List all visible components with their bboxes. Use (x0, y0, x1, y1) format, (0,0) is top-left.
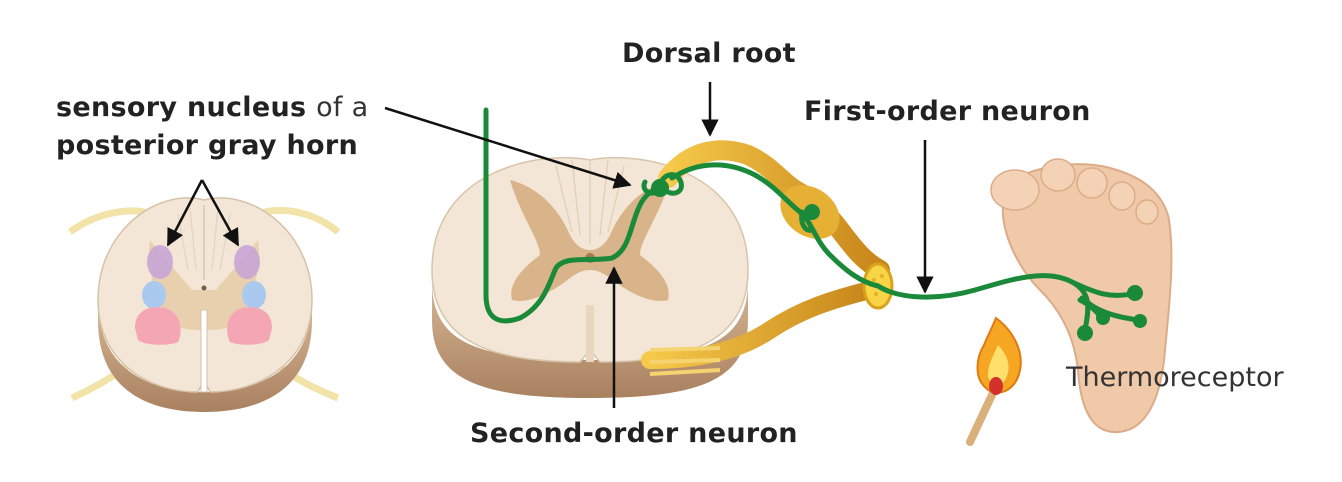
small-cord-central-canal (201, 285, 207, 291)
small-cord-blue-right (242, 281, 266, 309)
label-second-order-neuron: Second-order neuron (470, 418, 798, 449)
second-order-neuron-path (483, 107, 663, 324)
label-first-order-neuron: First-order neuron (804, 96, 1091, 127)
small-cord-pink-right (227, 307, 272, 345)
small-cord-anterior-fissure (200, 309, 208, 393)
label-dorsal-root: Dorsal root (622, 38, 796, 69)
small-cord-pink-left (135, 307, 181, 345)
label-posterior-gray-horn: posterior gray horn (56, 130, 359, 161)
first-order-neuron-peripheral (875, 273, 1091, 333)
spinal-nerve (641, 140, 894, 376)
arrow-to-right-nucleus (200, 179, 240, 247)
toe-3 (1076, 167, 1108, 199)
match-flame (966, 316, 1022, 446)
toe-2 (1040, 158, 1076, 192)
ventral-root-nerve (641, 281, 879, 369)
small-cord-side (98, 300, 312, 412)
match-head (989, 377, 1003, 395)
main-cord-anterior-fissure (586, 305, 594, 362)
small-cord-sensory-nucleus-left (147, 245, 173, 279)
label-sensory-nucleus-rest: of a (316, 92, 369, 123)
label-sensory-nucleus-bold: sensory nucleus (56, 92, 307, 123)
neurons (483, 107, 1141, 333)
toe-4 (1108, 181, 1136, 211)
neuron-bulbs (651, 179, 1147, 341)
small-cord-gray-matter (149, 240, 259, 330)
flame-inner (988, 345, 1009, 386)
neuron-terminal-loop-1 (657, 172, 684, 196)
label-sensory-nucleus: sensory nucleus of a (56, 92, 368, 123)
toe-5 (1135, 199, 1159, 225)
main-cord-gray-matter (510, 180, 670, 301)
ganglion-branch (799, 209, 815, 233)
small-cord-blue-left (142, 281, 166, 309)
small-cord-sensory-nucleus-right (234, 245, 260, 279)
small-spinal-cord-section (67, 197, 341, 412)
arrow-sensory-nucleus (384, 106, 632, 189)
arrow-to-left-nucleus (166, 179, 204, 247)
big-toe (990, 169, 1040, 211)
label-thermoreceptor: Thermoreceptor (1066, 362, 1284, 393)
